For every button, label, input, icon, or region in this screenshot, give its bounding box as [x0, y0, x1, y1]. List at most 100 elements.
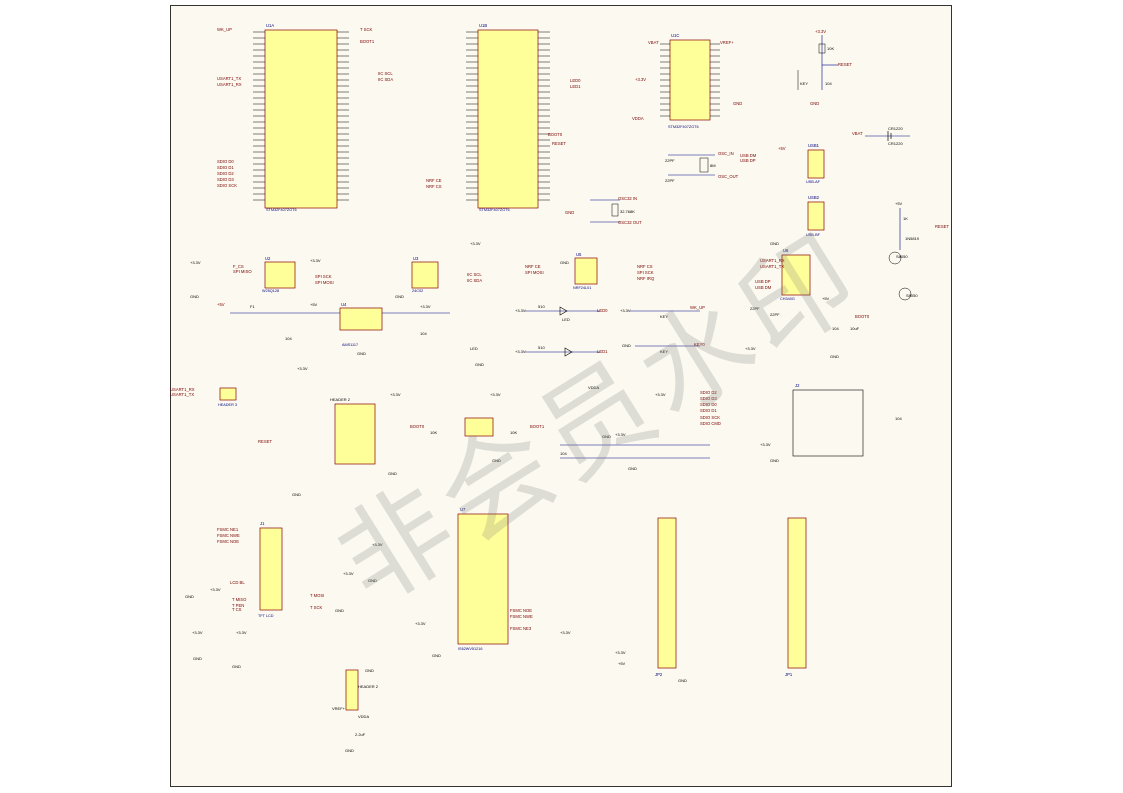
svg-text:GND: GND [770, 458, 779, 463]
svg-text:GND: GND [770, 241, 779, 246]
svg-text:SPI MOSI: SPI MOSI [525, 270, 544, 275]
svg-text:FSMC NOE: FSMC NOE [217, 539, 239, 544]
svg-text:32.768K: 32.768K [620, 209, 635, 214]
jtag-connector: HEADER 2 +3.3V +3.3V GND GND RESET [258, 366, 401, 497]
svg-text:KEY0: KEY0 [694, 342, 705, 347]
svg-text:+5V: +5V [778, 146, 786, 151]
svg-text:10uF: 10uF [850, 326, 860, 331]
svg-text:104: 104 [895, 416, 902, 421]
svg-text:T MISO: T MISO [232, 597, 247, 602]
svg-text:SDIO SCK: SDIO SCK [700, 415, 720, 420]
u4-ams1117: U4 AMS1117 +5V F1 104 104 GND +5V +3.3V … [217, 302, 484, 367]
net-label-led0: LED0 [570, 78, 581, 83]
svg-text:+3.3V: +3.3V [515, 349, 526, 354]
svg-text:1K: 1K [903, 216, 908, 221]
u7-sram: U7 IS62WV51216 FSMC NOE FSMC NWE FSMC NE… [368, 507, 571, 658]
svg-text:T SCK: T SCK [310, 605, 322, 610]
svg-text:IIC SCL: IIC SCL [467, 272, 482, 277]
svg-text:LED: LED [562, 317, 570, 322]
svg-text:NRF CS: NRF CS [637, 264, 653, 269]
svg-text:LED1: LED1 [597, 349, 608, 354]
svg-text:+3.3V: +3.3V [236, 630, 247, 635]
svg-text:GND: GND [628, 466, 637, 471]
svg-text:22PF: 22PF [665, 178, 675, 183]
svg-text:IIC SDA: IIC SDA [467, 278, 482, 283]
net-label-boot1: BOOT1 [360, 39, 375, 44]
svg-text:KEY: KEY [660, 314, 668, 319]
svg-text:RESET: RESET [935, 224, 949, 229]
svg-text:+3.3V: +3.3V [415, 621, 426, 626]
svg-text:BOOT1: BOOT1 [530, 424, 545, 429]
jp2-header: JP2 +3.3V +5V GND [615, 517, 687, 683]
svg-text:BOOT0: BOOT0 [855, 314, 870, 319]
svg-text:GND: GND [622, 343, 631, 348]
svg-text:FSMC NE3: FSMC NE3 [510, 626, 532, 631]
svg-text:WK_UP: WK_UP [690, 305, 705, 310]
keys: WK_UP KEY +3.3V KEY0 KEY GND [620, 305, 705, 354]
svg-text:8M: 8M [710, 163, 716, 168]
u1b-chip: U1B STM32F407ZGT6 [477, 23, 539, 212]
svg-text:NRF CE: NRF CE [525, 264, 541, 269]
svg-text:GND: GND [232, 664, 241, 669]
svg-text:USART1_TX: USART1_TX [760, 264, 784, 269]
svg-text:OSC32 OUT: OSC32 OUT [618, 220, 642, 225]
svg-text:LCD BL: LCD BL [230, 580, 245, 585]
svg-text:LED0: LED0 [597, 308, 608, 313]
svg-text:U5: U5 [576, 252, 582, 257]
battery: VBAT CR1220 CR1220 [852, 126, 910, 146]
svg-text:J2: J2 [795, 383, 800, 388]
svg-text:JP1: JP1 [785, 672, 793, 677]
svg-text:STM32F407ZGT6: STM32F407ZGT6 [668, 125, 699, 129]
svg-text:GND: GND [335, 608, 344, 613]
svg-text:T CS: T CS [232, 607, 242, 612]
net-label-iic-sda: IIC SDA [378, 77, 393, 82]
j1-tft-lcd: J1 TFT LCD FSMC NE1 FSMC NWE FSMC NOE LC… [185, 521, 354, 618]
serial-header: USART1_RX USART1_TX HEADER 3 [170, 387, 237, 407]
svg-text:+3.3V: +3.3V [310, 258, 321, 263]
svg-text:USART1_RX: USART1_RX [760, 258, 785, 263]
svg-text:OSC_IN: OSC_IN [718, 151, 734, 156]
svg-text:GND: GND [357, 351, 366, 356]
svg-text:NRF IRQ: NRF IRQ [637, 276, 655, 281]
net-label-sdio-d0: SDIO D0 [217, 159, 234, 164]
net-label-iic-scl: IIC SCL [378, 71, 393, 76]
svg-text:104: 104 [825, 81, 832, 86]
net-label-reset-b: RESET [552, 141, 566, 146]
svg-text:510: 510 [538, 345, 545, 350]
u3-24c02: U3 24C02 IIC SCL IIC SDA +3.3V GND [395, 241, 482, 299]
svg-text:FSMC NOE: FSMC NOE [510, 608, 532, 613]
svg-text:GND: GND [185, 594, 194, 599]
svg-text:+3.3V: +3.3V [655, 392, 666, 397]
svg-text:SDIO CMD: SDIO CMD [700, 421, 721, 426]
net-label-wkup: WK_UP [217, 27, 232, 32]
svg-text:USB DM: USB DM [755, 285, 772, 290]
svg-text:+3.3V: +3.3V [210, 587, 221, 592]
svg-text:+3.3V: +3.3V [490, 392, 501, 397]
svg-text:+3.3V: +3.3V [420, 304, 431, 309]
leds: LED0 510 LED +3.3V LED1 510 +3.3V [515, 304, 608, 357]
svg-text:104: 104 [832, 326, 839, 331]
svg-text:GND: GND [602, 434, 611, 439]
svg-text:GND: GND [810, 101, 819, 106]
svg-text:USB2: USB2 [808, 195, 820, 200]
svg-text:OSC32 IN: OSC32 IN [618, 196, 637, 201]
svg-text:GND: GND [395, 294, 404, 299]
net-label-vbat: VBAT [648, 40, 659, 45]
boot-jumper: BOOT0 BOOT1 +3.3V GND 10K 10K [410, 392, 545, 463]
svg-text:22PF: 22PF [770, 312, 780, 317]
net-label-boot0: BOOT0 [548, 132, 563, 137]
svg-text:24C02: 24C02 [412, 289, 423, 293]
hse-crystal: 8M 22PF 22PF OSC_IN OSC_OUT [665, 151, 739, 183]
j2-sd-card: J2 SDIO D2 SDIO D3 SDIO D0 SDIO D1 SDIO … [700, 346, 902, 463]
svg-text:104: 104 [420, 331, 427, 336]
svg-text:GND: GND [492, 458, 501, 463]
u2-w25q128: U2 W25Q128 F_CS SPI MISO SPI SCK SPI MOS… [190, 256, 334, 299]
decoupling-caps: VDDA +3.3V GND 104 +3.3V GND [560, 385, 710, 471]
net-label-sdio-d2: SDIO D2 [217, 171, 234, 176]
svg-text:USB-BF: USB-BF [806, 233, 821, 237]
svg-text:CR1220: CR1220 [888, 126, 903, 131]
svg-text:SDIO D2: SDIO D2 [700, 390, 717, 395]
svg-text:GND: GND [830, 354, 839, 359]
u1a-chip: U1A STM32F407ZGT6 [264, 23, 338, 212]
svg-text:+5V: +5V [217, 302, 225, 307]
